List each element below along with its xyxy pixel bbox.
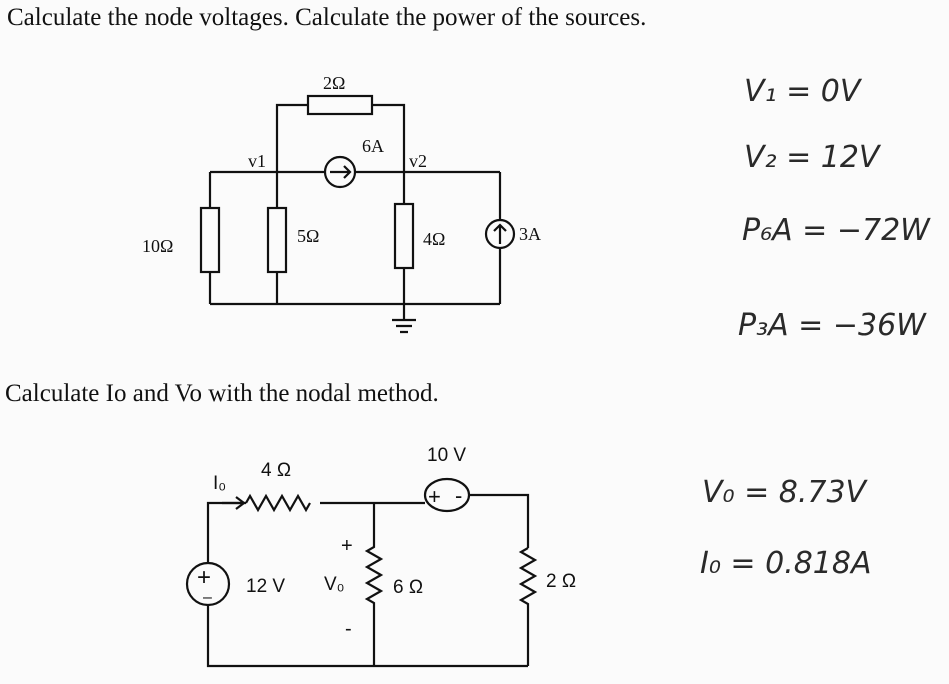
label-4ohm: 4Ω bbox=[423, 229, 445, 249]
label-4ohm: 4 Ω bbox=[261, 460, 291, 481]
resistor-10ohm bbox=[199, 206, 221, 274]
wire-top-right bbox=[469, 493, 530, 548]
ground-icon bbox=[392, 304, 416, 334]
answer-p3a: P₃A = −36W bbox=[738, 308, 927, 343]
resistor-2ohm bbox=[306, 94, 374, 116]
arrow-up-icon bbox=[493, 223, 507, 244]
label-io: I₀ bbox=[213, 473, 226, 494]
label-10ohm: 10Ω bbox=[142, 236, 173, 256]
label-vo-plus: + bbox=[341, 535, 353, 557]
resistor-4ohm bbox=[393, 202, 415, 270]
plus-sign: + bbox=[197, 564, 211, 591]
label-vo: V₀ bbox=[324, 574, 345, 595]
answer-io: I₀ = 0.818A bbox=[700, 546, 872, 581]
answer-p6a: P₆A = −72W bbox=[742, 213, 931, 248]
label-2ohm: 2 Ω bbox=[546, 571, 576, 592]
label-10v: 10 V bbox=[427, 445, 466, 466]
arrow-right-icon bbox=[222, 496, 246, 510]
label-5ohm: 5Ω bbox=[297, 226, 319, 246]
resistor-5ohm bbox=[266, 206, 288, 274]
wire-top-branch bbox=[275, 103, 406, 172]
label-3a: 3A bbox=[519, 224, 541, 244]
circuit-2 bbox=[185, 477, 538, 668]
wire-bottom bbox=[206, 605, 528, 668]
problem-2-heading: Calculate Io and Vo with the nodal metho… bbox=[5, 380, 439, 407]
resistor-4ohm-zigzag bbox=[245, 493, 311, 513]
answer-v1: V₁ = 0V bbox=[744, 74, 863, 109]
label-vo-minus: - bbox=[345, 618, 352, 640]
resistor-6ohm-zigzag bbox=[364, 503, 384, 666]
wire-left-top bbox=[206, 501, 246, 563]
label-node-v2: v2 bbox=[409, 151, 427, 171]
answer-v2: V₂ = 12V bbox=[744, 140, 882, 175]
label-node-v1: v1 bbox=[248, 151, 266, 171]
arrow-right-icon bbox=[330, 165, 352, 179]
minus-sign: – bbox=[203, 589, 212, 606]
problem-1-heading: Calculate the node voltages. Calculate t… bbox=[7, 4, 647, 31]
plus-sign: + bbox=[428, 484, 441, 509]
resistor-2ohm-zigzag bbox=[518, 547, 538, 666]
label-2ohm: 2Ω bbox=[323, 73, 345, 93]
circuit-1 bbox=[199, 94, 516, 334]
label-6a: 6A bbox=[362, 136, 384, 156]
label-12v: 12 V bbox=[246, 576, 285, 597]
minus-sign: - bbox=[455, 483, 462, 508]
answer-vo: V₀ = 8.73V bbox=[702, 475, 869, 510]
label-6ohm: 6 Ω bbox=[393, 577, 423, 598]
